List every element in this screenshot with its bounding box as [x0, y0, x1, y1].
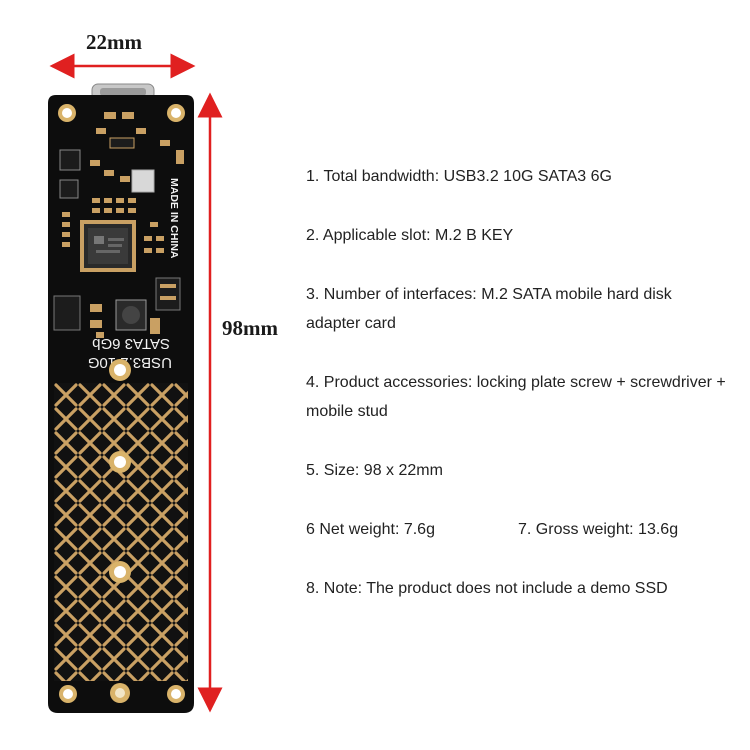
height-dimension-label: 98mm — [222, 316, 278, 340]
spec-note: 8. Note: The product does not include a … — [306, 580, 668, 597]
standoff-hole-bottom — [110, 683, 130, 703]
copper-pattern-area — [54, 383, 188, 681]
width-dimension-label: 22mm — [86, 30, 142, 54]
spec-slot: 2. Applicable slot: M.2 B KEY — [306, 227, 514, 244]
board-usb-text: USB3.2 10G — [88, 354, 172, 371]
spec-interfaces: 3. Number of interfaces: M.2 SATA mobile… — [306, 286, 672, 303]
board-made-in-china-text: MADE IN CHINA — [168, 178, 180, 259]
spec-bandwidth: 1. Total bandwidth: USB3.2 10G SATA3 6G — [306, 168, 612, 185]
mounting-hole-top-left — [58, 104, 76, 122]
spec-interfaces-cont: adapter card — [306, 315, 396, 332]
pcb-board: MADE IN CHINA SATA3 6Gb USB3.2 10G — [48, 83, 194, 713]
mounting-hole-top-right — [167, 104, 185, 122]
mounting-hole-bottom-left — [59, 685, 77, 703]
spec-size: 5. Size: 98 x 22mm — [306, 462, 443, 479]
spec-gross-weight: 7. Gross weight: 13.6g — [518, 521, 679, 538]
crystal-oscillator — [131, 169, 155, 193]
spec-accessories-cont: mobile stud — [306, 403, 388, 420]
mounting-hole-bottom-right — [167, 685, 185, 703]
spec-accessories: 4. Product accessories: locking plate sc… — [306, 374, 726, 391]
spec-net-weight: 6 Net weight: 7.6g — [306, 521, 435, 538]
standoff-hole-1 — [109, 359, 131, 381]
standoff-hole-2 — [109, 451, 131, 473]
board-sata-text: SATA3 6Gb — [92, 335, 170, 352]
standoff-hole-3 — [109, 561, 131, 583]
controller-chip — [80, 220, 136, 272]
